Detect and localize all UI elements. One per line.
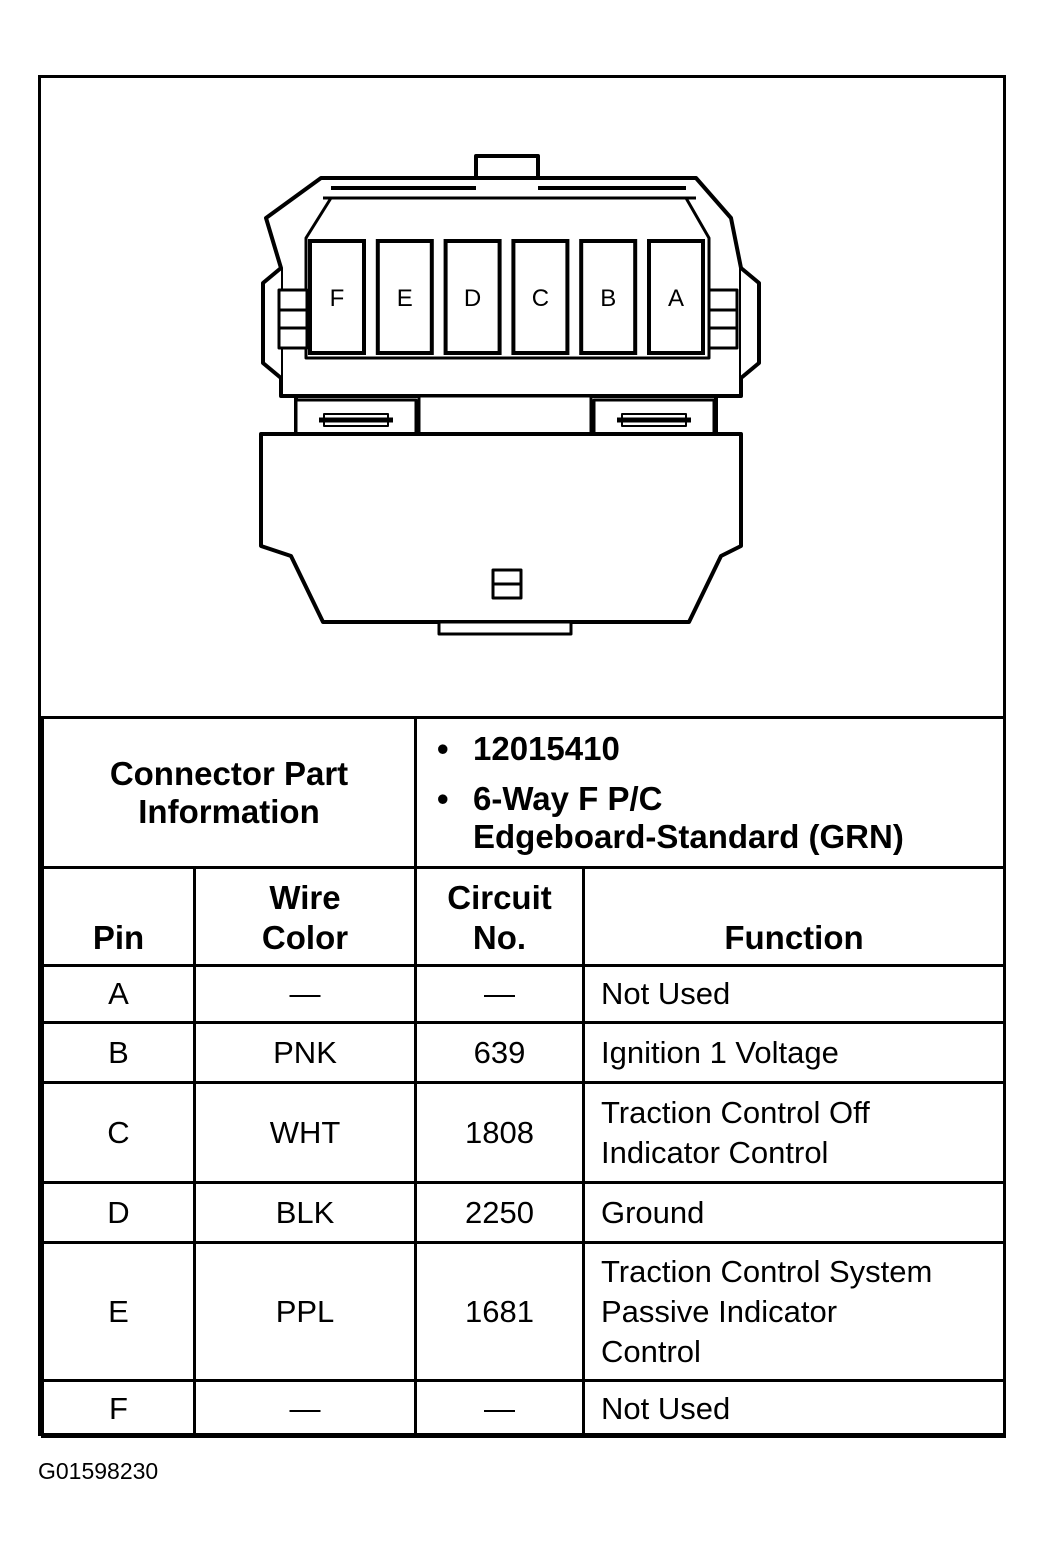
header-circuit-no: Circuit No. <box>414 866 585 967</box>
circuit-cell: 639 <box>414 1021 585 1084</box>
circuit-cell: — <box>414 1379 585 1438</box>
cavity-a <box>647 239 705 355</box>
part-description-line1: 6-Way F P/C <box>437 780 1003 818</box>
pin-cell: F <box>41 1379 196 1438</box>
table-header-row: Pin Wire Color Circuit No. Function <box>41 866 1006 967</box>
wire-color-cell: PPL <box>193 1241 417 1382</box>
wire-color-cell: WHT <box>193 1081 417 1184</box>
cavity-label-f: F <box>330 285 345 312</box>
header-pin: Pin <box>41 866 196 967</box>
function-cell: Not Used <box>582 1379 1006 1438</box>
pin-cell: E <box>41 1241 196 1382</box>
part-description-line2: Edgeboard-Standard (GRN) <box>473 817 904 855</box>
left-ear <box>261 266 283 380</box>
part-info-row: Connector Part Information 12015410 6-Wa… <box>41 716 1006 869</box>
function-line: Ground <box>601 1194 705 1230</box>
bottom-tab <box>437 620 573 636</box>
circuit-cell: 1808 <box>414 1081 585 1184</box>
table-row: F——Not Used <box>41 1379 1006 1438</box>
figure-id: G01598230 <box>38 1458 159 1484</box>
function-line: Traction Control System <box>601 1253 933 1289</box>
cavity-c <box>511 239 570 355</box>
right-ear <box>739 266 761 380</box>
pin-cell: D <box>41 1181 196 1244</box>
part-info-value: 12015410 6-Way F P/C Edgeboard-Standard … <box>414 716 1006 869</box>
pin-cell: A <box>41 964 196 1024</box>
wire-color-cell: BLK <box>193 1181 417 1244</box>
function-line: Indicator Control <box>601 1134 829 1170</box>
circuit-cell: 2250 <box>414 1181 585 1244</box>
cavity-e <box>375 239 434 355</box>
function-line: Ignition 1 Voltage <box>601 1034 839 1070</box>
function-line: Traction Control Off <box>601 1094 870 1130</box>
function-line: Control <box>601 1333 701 1369</box>
cavity-b <box>579 239 638 355</box>
connector-pinout-table: Connector Part Information 12015410 6-Wa… <box>41 716 1006 1438</box>
header-function: Function <box>582 866 1006 967</box>
wire-color-cell: PNK <box>193 1021 417 1084</box>
cavity-label-e: E <box>397 285 413 312</box>
table-row: A——Not Used <box>41 964 1006 1024</box>
connector-lower-body <box>259 432 743 624</box>
function-cell: Ignition 1 Voltage <box>582 1021 1006 1084</box>
circuit-cell: 1681 <box>414 1241 585 1382</box>
function-cell: Ground <box>582 1181 1006 1244</box>
wire-color-cell: — <box>193 1379 417 1438</box>
cavity-d <box>443 239 502 355</box>
function-line: Not Used <box>601 1390 731 1426</box>
part-number: 12015410 <box>437 730 1003 768</box>
circuit-cell: — <box>414 964 585 1024</box>
cavity-label-c: C <box>532 285 549 312</box>
pin-cell: C <box>41 1081 196 1184</box>
function-line: Passive Indicator <box>601 1293 838 1329</box>
cavity-label-b: B <box>600 285 616 312</box>
function-cell: Not Used <box>582 964 1006 1024</box>
function-line: Not Used <box>601 976 731 1011</box>
cavity-label-a: A <box>668 285 684 312</box>
header-wire-color: Wire Color <box>193 866 417 967</box>
wire-color-cell: — <box>193 964 417 1024</box>
cavity-label-d: D <box>464 285 481 312</box>
pin-cell: B <box>41 1021 196 1084</box>
cavity-f <box>308 239 366 355</box>
part-info-label: Connector Part Information <box>41 716 417 869</box>
